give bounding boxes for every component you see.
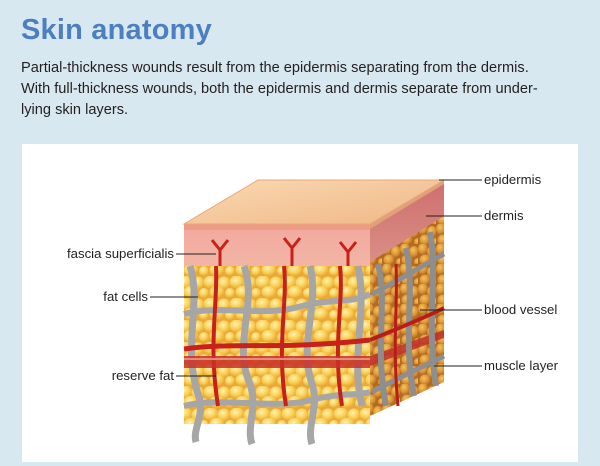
label-muscle-layer: muscle layer [484,358,559,373]
block-front-face [183,224,372,446]
description: Partial-thickness wounds result from the… [21,58,586,121]
illustration-panel: fascia superficialis fat cells reserve f… [22,144,578,462]
description-line-1: Partial-thickness wounds result from the… [21,60,529,76]
page-title: Skin anatomy [21,14,212,46]
label-blood-vessel: blood vessel [484,302,558,317]
label-epidermis: epidermis [484,172,542,187]
block-side-face [369,180,446,416]
label-dermis: dermis [484,208,524,223]
label-reserve-fat: reserve fat [111,368,174,383]
description-line-2: With full-thickness wounds, both the epi… [21,81,538,97]
label-leaders [150,179,482,377]
skin-block-illustration [150,179,482,446]
description-line-3: lying skin layers. [21,102,129,118]
label-fat-cells: fat cells [103,289,148,304]
label-fascia-superficialis: fascia superficialis [66,246,174,261]
